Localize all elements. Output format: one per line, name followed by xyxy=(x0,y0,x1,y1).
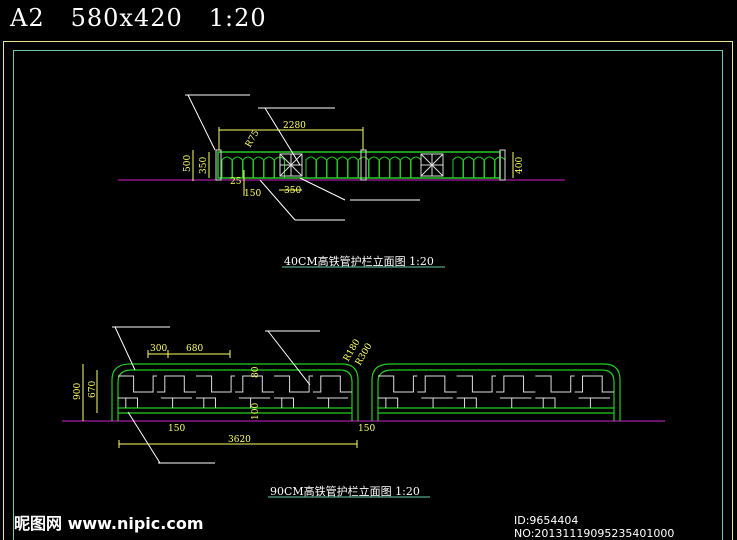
post xyxy=(360,149,367,181)
fence-fretwork xyxy=(313,375,352,408)
fence-fretwork xyxy=(274,375,313,408)
fence-arch xyxy=(232,156,243,178)
fence-arch xyxy=(452,156,464,178)
decor-pattern xyxy=(279,153,444,177)
fence-arch xyxy=(379,156,390,178)
inner-frame xyxy=(13,50,723,540)
outer-frame xyxy=(3,41,733,540)
fence-arch xyxy=(368,156,380,178)
fence-fretwork xyxy=(496,375,536,408)
fence-arch xyxy=(400,156,411,178)
sheet-scale: 1:20 xyxy=(208,4,267,32)
fence-fretwork xyxy=(118,375,157,408)
dimension-lines xyxy=(192,127,514,196)
leader-lines xyxy=(185,94,420,221)
fence-arch xyxy=(326,156,338,178)
fence-arch xyxy=(337,156,348,178)
fence-arch xyxy=(253,156,264,178)
dim-500: 500 xyxy=(183,155,193,172)
fence-fretwork xyxy=(157,375,196,408)
dim-3620: 3620 xyxy=(228,435,251,445)
dim-670: 670 xyxy=(88,381,98,398)
fence-40cm: 2280 500 350 400 350 150 R75 25 40CM高铁管护… xyxy=(118,94,565,268)
dim-350-panel: 350 xyxy=(284,186,301,196)
dim-r75: R75 xyxy=(244,128,262,149)
fence-arch xyxy=(358,156,369,178)
dim-150-left: 150 xyxy=(168,424,185,434)
dim-400: 400 xyxy=(515,157,525,174)
fence-fretwork xyxy=(535,375,575,408)
sheet-dimensions: 580x420 xyxy=(70,4,183,32)
drawing1-title: 40CM高铁管护栏立面图 1:20 xyxy=(284,254,434,268)
dim-150: 150 xyxy=(244,189,261,199)
fence-fretwork xyxy=(378,375,418,408)
fence-arch xyxy=(305,156,317,178)
post xyxy=(499,149,506,181)
fence-arch xyxy=(410,156,422,178)
fence-arch xyxy=(242,156,254,178)
fence-fretwork xyxy=(574,375,614,408)
dim-25: 25 xyxy=(230,177,242,187)
fence-90cm: 900 670 300 680 3620 150 150 80 100 R180… xyxy=(62,326,665,498)
dimension-lines xyxy=(82,350,358,448)
dim-100: 100 xyxy=(251,403,261,420)
fence-fretwork xyxy=(196,375,235,408)
drawing2-title: 90CM高铁管护栏立面图 1:20 xyxy=(270,484,420,498)
fence-arch xyxy=(221,156,233,178)
dim-150-right: 150 xyxy=(358,424,375,434)
dim-900: 900 xyxy=(73,383,83,400)
fence-fretwork xyxy=(235,375,274,408)
dim-2280: 2280 xyxy=(283,121,306,131)
watermark-id: ID:9654404 NO:20131119095235401000 xyxy=(514,514,675,540)
dim-300: 300 xyxy=(150,344,167,354)
fence-arch xyxy=(347,156,359,178)
fence-arch xyxy=(263,156,275,178)
fence-arch xyxy=(463,156,474,178)
sheet-header: A2 580x420 1:20 xyxy=(10,4,293,32)
fence-fretwork xyxy=(417,375,457,408)
fence-frames xyxy=(111,363,621,421)
fence-fretwork xyxy=(456,375,496,408)
dim-80: 80 xyxy=(251,366,261,378)
watermark-logo: 昵图网 www.nipic.com xyxy=(14,514,204,533)
sheet-size: A2 xyxy=(10,4,45,32)
fence-arch xyxy=(484,156,495,178)
fence-arch xyxy=(316,156,327,178)
dim-350: 350 xyxy=(199,157,209,174)
fence-arch xyxy=(473,156,485,178)
fence-arch xyxy=(389,156,401,178)
leader-lines xyxy=(112,326,320,464)
dim-680: 680 xyxy=(186,344,203,354)
